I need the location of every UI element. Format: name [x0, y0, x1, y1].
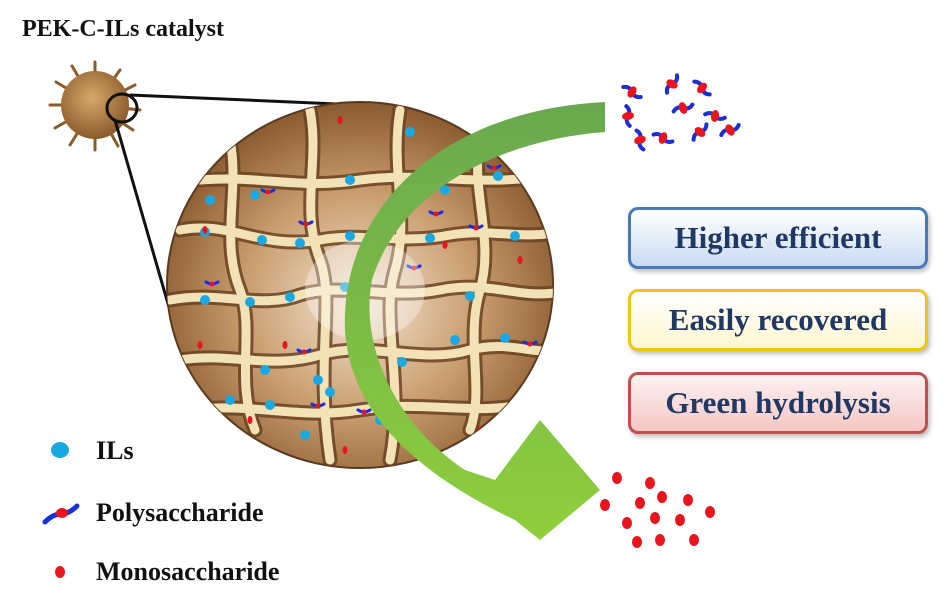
feature-label-efficiency: Higher efficient	[674, 220, 882, 255]
monosaccharide-cluster	[600, 472, 715, 548]
diagram-title: PEK-C-ILs catalyst	[22, 16, 224, 42]
legend-label-ils: ILs	[96, 436, 134, 465]
process-arrow	[344, 102, 605, 540]
polysaccharide-chain-icon	[42, 503, 80, 525]
feature-label-recovery: Easily recovered	[668, 302, 888, 337]
legend-label-polysaccharide: Polysaccharide	[96, 498, 264, 527]
feature-label-green: Green hydrolysis	[665, 385, 891, 420]
feature-box-efficiency: Higher efficient	[628, 207, 928, 269]
ils-sites	[197, 116, 538, 454]
cyan-dot-icon	[51, 442, 69, 458]
zoom-line-top	[129, 93, 361, 107]
polysaccharide-cluster	[621, 73, 741, 152]
catalyst-bead-icon	[48, 60, 142, 152]
feature-box-recovery: Easily recovered	[628, 289, 928, 351]
legend-label-monosaccharide: Monosaccharide	[96, 557, 280, 586]
zoom-circle	[105, 92, 139, 124]
red-dot-icon	[55, 566, 65, 578]
feature-box-green: Green hydrolysis	[628, 372, 928, 434]
